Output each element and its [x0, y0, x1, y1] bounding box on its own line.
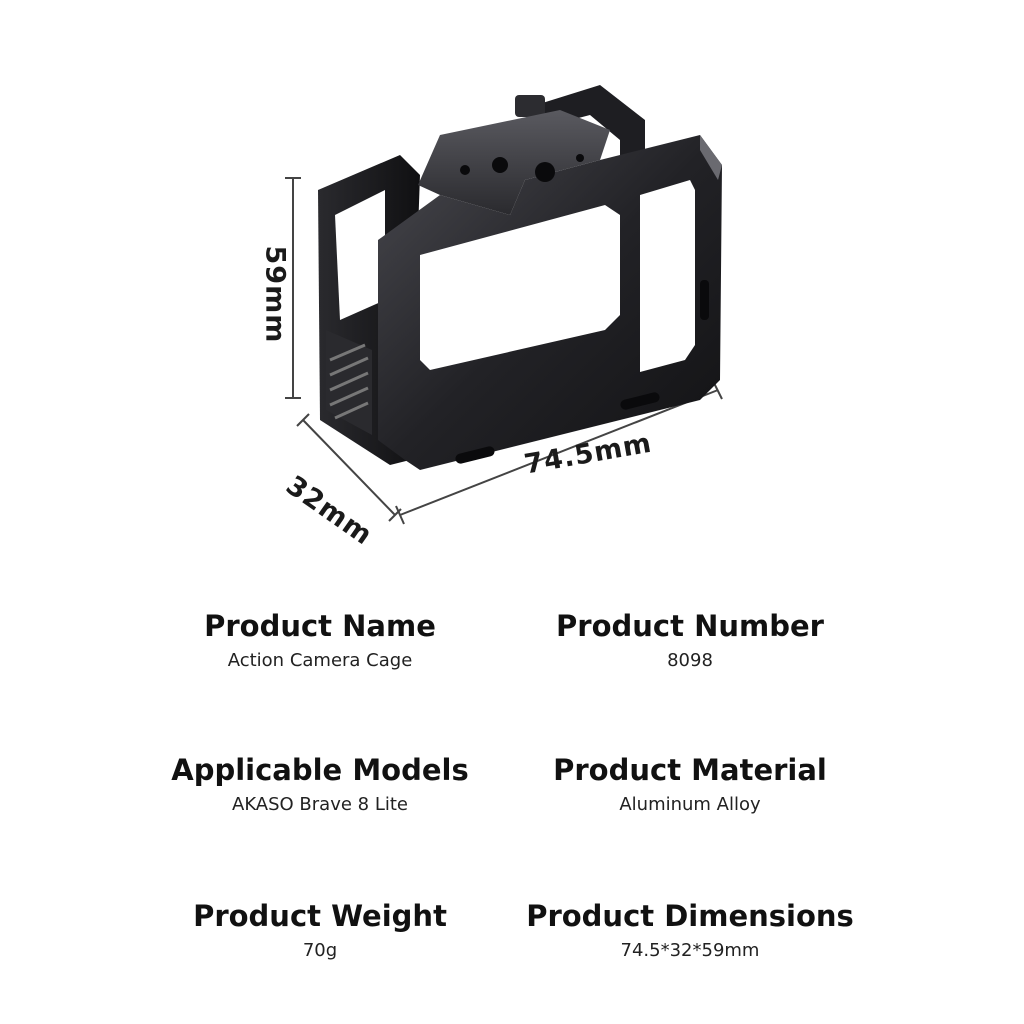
dimension-lines: [285, 177, 723, 525]
spec-title: Applicable Models: [171, 753, 469, 787]
camera-cage-illustration: [285, 85, 723, 525]
spec-product-name: Product Name Action Camera Cage: [140, 608, 500, 671]
spec-product-material: Product Material Aluminum Alloy: [510, 752, 870, 815]
height-dimension-label: 59mm: [259, 245, 291, 344]
spec-value: 74.5*32*59mm: [620, 940, 760, 961]
spec-product-number: Product Number 8098: [510, 608, 870, 671]
spec-product-dimensions: Product Dimensions 74.5*32*59mm: [510, 898, 870, 961]
spec-value: AKASO Brave 8 Lite: [232, 794, 408, 815]
spec-title: Product Material: [553, 753, 827, 787]
spec-title: Product Weight: [193, 899, 447, 933]
spec-applicable-models: Applicable Models AKASO Brave 8 Lite: [140, 752, 500, 815]
product-figure: 59mm 32mm 74.5mm: [259, 85, 723, 552]
spec-value: 70g: [302, 940, 338, 961]
spec-title: Product Name: [204, 609, 436, 643]
spec-value: Action Camera Cage: [227, 650, 413, 671]
cage-top-bar: [418, 110, 722, 215]
spec-title: Product Dimensions: [526, 899, 854, 933]
cage-front-frame: [378, 135, 722, 470]
spec-value: 8098: [667, 650, 713, 671]
spec-title: Product Number: [556, 609, 824, 643]
spec-product-weight: Product Weight 70g: [140, 898, 500, 961]
spec-value: Aluminum Alloy: [619, 794, 761, 815]
